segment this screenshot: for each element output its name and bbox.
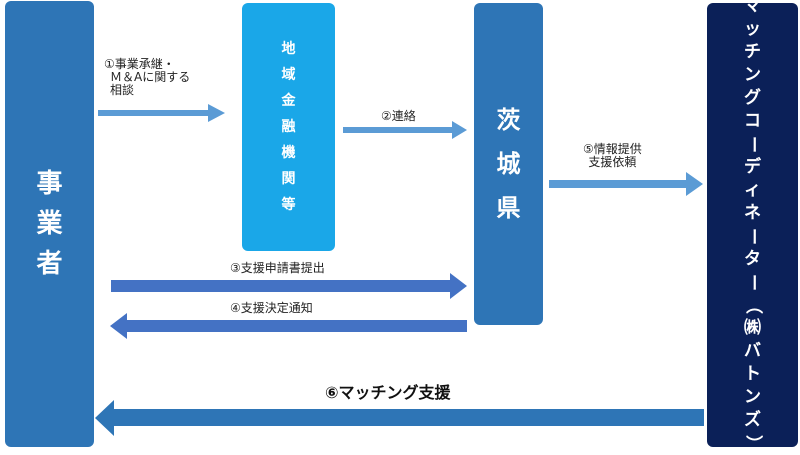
vertical-char: ッ [744, 19, 761, 39]
node-regional-bank: 地域金融機関等 [242, 3, 335, 251]
edge-label-info-provision: ⑤情報提供 支援依頼 [583, 143, 642, 169]
vertical-char: ン [744, 65, 761, 85]
edge-label-consultation-line2: Ｍ＆Aに関する [110, 70, 191, 84]
node-ibaraki-prefecture: 茨城県 [474, 3, 543, 325]
node-regional-bank-label: 地域金融機関等 [282, 36, 296, 218]
vertical-char: 機 [281, 145, 296, 161]
vertical-char: 茨 [496, 106, 521, 134]
vertical-char: ネ [744, 203, 761, 223]
vertical-char: ィ [744, 180, 761, 200]
vertical-char: 等 [281, 197, 296, 213]
vertical-char: グ [744, 88, 761, 108]
vertical-char: ン [744, 387, 761, 407]
vertical-char: バ [744, 341, 761, 361]
vertical-char: 域 [281, 67, 296, 83]
vertical-char: ズ [744, 410, 761, 430]
edge-label-contact: ②連絡 [381, 109, 416, 123]
edge-label-info-provision-line1: ⑤情報提供 [583, 142, 642, 156]
edge-label-matching-support: ⑥マッチング支援 [325, 383, 451, 402]
node-matching-coordinator: マッチングコーディネーター（㈱バトンズ） [707, 0, 798, 452]
vertical-char: 者 [36, 249, 63, 279]
edge-label-consultation: ①事業承継・ Ｍ＆Aに関する 相談 [104, 58, 190, 97]
arrow-info-provision [549, 172, 703, 196]
arrow-decision-notice [110, 313, 467, 339]
arrow-application [111, 273, 467, 299]
edge-label-decision-notice: ④支援決定通知 [230, 301, 313, 315]
vertical-char: デ [744, 157, 761, 177]
node-matching-coordinator-label: マッチングコーディネーター（㈱バトンズ） [743, 0, 763, 455]
vertical-char: 県 [496, 194, 521, 222]
node-ibaraki-prefecture-label: 茨城県 [497, 98, 521, 230]
node-jigyosha: 事業者 [5, 1, 94, 447]
vertical-char: 業 [36, 209, 63, 239]
arrow-contact [343, 121, 467, 139]
vertical-char: ト [744, 364, 761, 384]
edge-label-info-provision-line2: 支援依頼 [588, 155, 637, 169]
vertical-char: 関 [281, 171, 296, 187]
vertical-char: 城 [496, 150, 521, 178]
node-jigyosha-label: 事業者 [36, 164, 62, 284]
vertical-char: 金 [281, 93, 296, 109]
edge-label-consultation-line1: ①事業承継・ [104, 57, 175, 71]
edge-label-consultation-line3: 相談 [110, 83, 135, 97]
vertical-char: 事 [36, 169, 63, 199]
arrow-consultation [98, 104, 225, 122]
vertical-char: コ [744, 111, 761, 131]
vertical-char: ㈱ [744, 318, 761, 338]
edge-label-application: ③支援申請書提出 [230, 261, 325, 275]
vertical-char: タ [744, 249, 761, 269]
arrow-matching-support [95, 400, 704, 436]
vertical-char: チ [744, 42, 761, 62]
vertical-char: 融 [281, 119, 296, 135]
vertical-char: 地 [281, 41, 296, 57]
vertical-char: マ [744, 0, 761, 16]
